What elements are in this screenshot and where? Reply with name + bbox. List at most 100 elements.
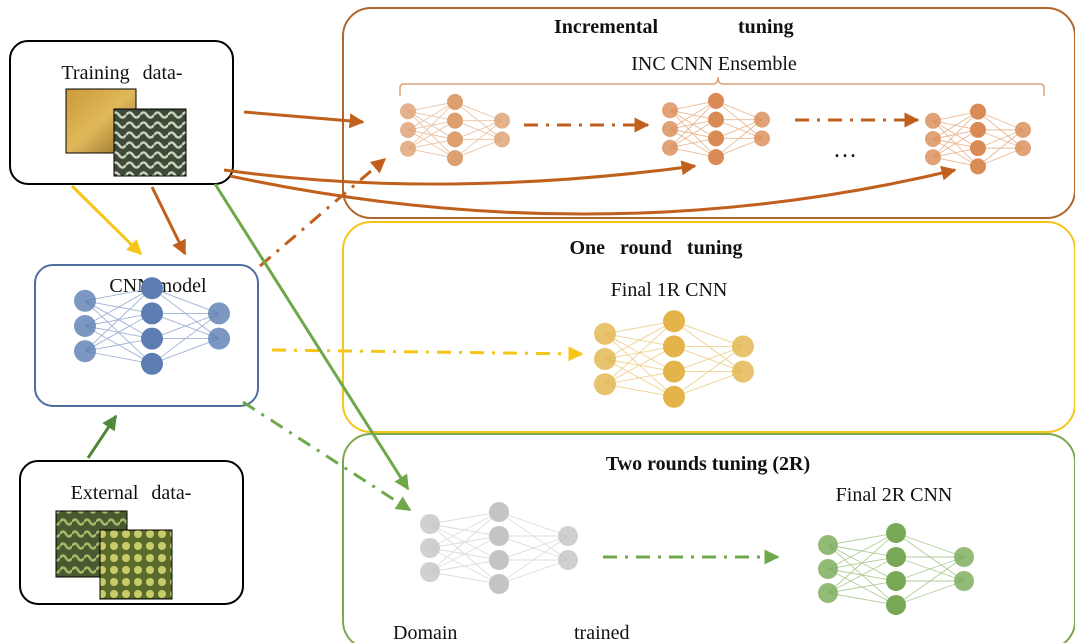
training-coral-image-2	[113, 108, 187, 177]
network-edge	[151, 338, 220, 365]
network-edge	[151, 287, 220, 314]
final-1r-cnn-label: Final 1R CNN	[611, 279, 728, 301]
one-round-tuning-box	[342, 221, 1075, 433]
network-edge	[895, 556, 965, 582]
network-node	[970, 158, 986, 175]
network-edge	[498, 535, 569, 585]
network-edge	[454, 120, 503, 159]
network-edge	[673, 345, 744, 373]
network-edge	[429, 571, 500, 585]
network-edge	[715, 119, 763, 158]
network-edge	[673, 346, 744, 398]
network-node	[208, 302, 230, 325]
network-node	[489, 550, 509, 570]
inc-cnn-ensemble-label: INC CNN Ensemble	[631, 53, 797, 75]
network-edge	[669, 119, 717, 149]
network-edge	[827, 592, 897, 606]
network-edge	[84, 287, 153, 352]
network-node	[141, 302, 163, 325]
network-node	[141, 352, 163, 375]
network-edge	[604, 383, 675, 398]
network-node	[1015, 121, 1031, 138]
network-node	[754, 130, 770, 147]
network-edge	[454, 101, 503, 122]
network-edge	[604, 346, 675, 385]
network-node	[594, 373, 616, 396]
network-edge	[429, 535, 500, 573]
network-node	[400, 140, 416, 157]
network-edge	[977, 147, 1024, 167]
network-node	[925, 112, 941, 129]
network-edge	[84, 350, 153, 365]
network-node	[663, 360, 685, 383]
network-edge	[407, 120, 456, 150]
arrow-training-to-cnn-model-yellow	[70, 184, 143, 256]
network-node	[489, 502, 509, 522]
network-edge	[454, 120, 503, 140]
network-node	[400, 103, 416, 120]
network-edge	[454, 138, 503, 159]
network-node	[708, 130, 724, 147]
network-final-2r	[818, 523, 974, 615]
network-edge	[715, 119, 763, 139]
network-node	[1015, 140, 1031, 157]
network-edge	[827, 532, 897, 570]
network-edge	[498, 511, 569, 537]
network-node	[594, 322, 616, 345]
network-node	[447, 131, 463, 148]
network-node	[74, 315, 96, 337]
arrow-external-to-cnn-model	[86, 414, 118, 459]
network-edge	[604, 320, 675, 335]
network-node	[662, 102, 678, 119]
network-node	[970, 103, 986, 120]
network-edge	[827, 532, 897, 546]
ensemble-ellipsis: …	[833, 137, 857, 163]
network-edge	[429, 559, 500, 573]
network-node	[141, 277, 163, 300]
training-data-label: Training data-	[61, 62, 182, 84]
two-round-title: Two rounds tuning (2R)	[606, 453, 810, 475]
network-node	[447, 93, 463, 110]
network-node	[970, 140, 986, 157]
arrow-training-to-inc-3	[229, 165, 957, 216]
network-edge	[715, 137, 763, 158]
network-node	[818, 535, 838, 555]
arrow-training-to-cnn-model-brown	[150, 186, 187, 256]
network-node	[558, 526, 578, 546]
network-edge	[84, 287, 153, 302]
network-cnn-model	[74, 277, 230, 375]
network-node	[886, 595, 906, 615]
network-node	[420, 514, 440, 534]
network-node	[954, 571, 974, 591]
network-node	[447, 112, 463, 129]
network-edge	[932, 129, 979, 158]
network-node	[400, 122, 416, 138]
network-node	[494, 112, 510, 129]
trained-label: trained	[574, 622, 630, 643]
network-edge	[84, 338, 153, 352]
network-node	[489, 574, 509, 594]
network-node	[74, 289, 96, 312]
network-edge	[932, 111, 979, 158]
network-inc-2	[662, 92, 770, 166]
arrow-cnn-model-to-domain	[242, 400, 412, 512]
network-edge	[604, 371, 675, 385]
network-edge	[84, 313, 153, 352]
network-edge	[673, 371, 744, 398]
network-node	[662, 139, 678, 156]
network-node	[925, 149, 941, 166]
network-edge	[977, 129, 1024, 149]
network-node	[970, 121, 986, 138]
network-node	[886, 547, 906, 567]
network-node	[754, 111, 770, 128]
network-node	[732, 360, 754, 383]
network-node	[662, 121, 678, 137]
network-edge	[604, 320, 675, 385]
network-node	[663, 335, 685, 358]
network-edge	[498, 535, 569, 561]
network-edge	[895, 580, 965, 606]
incremental-title-right: tuning	[738, 16, 794, 38]
arrow-cnn-model-to-inc-1	[259, 157, 387, 268]
network-node	[663, 385, 685, 408]
